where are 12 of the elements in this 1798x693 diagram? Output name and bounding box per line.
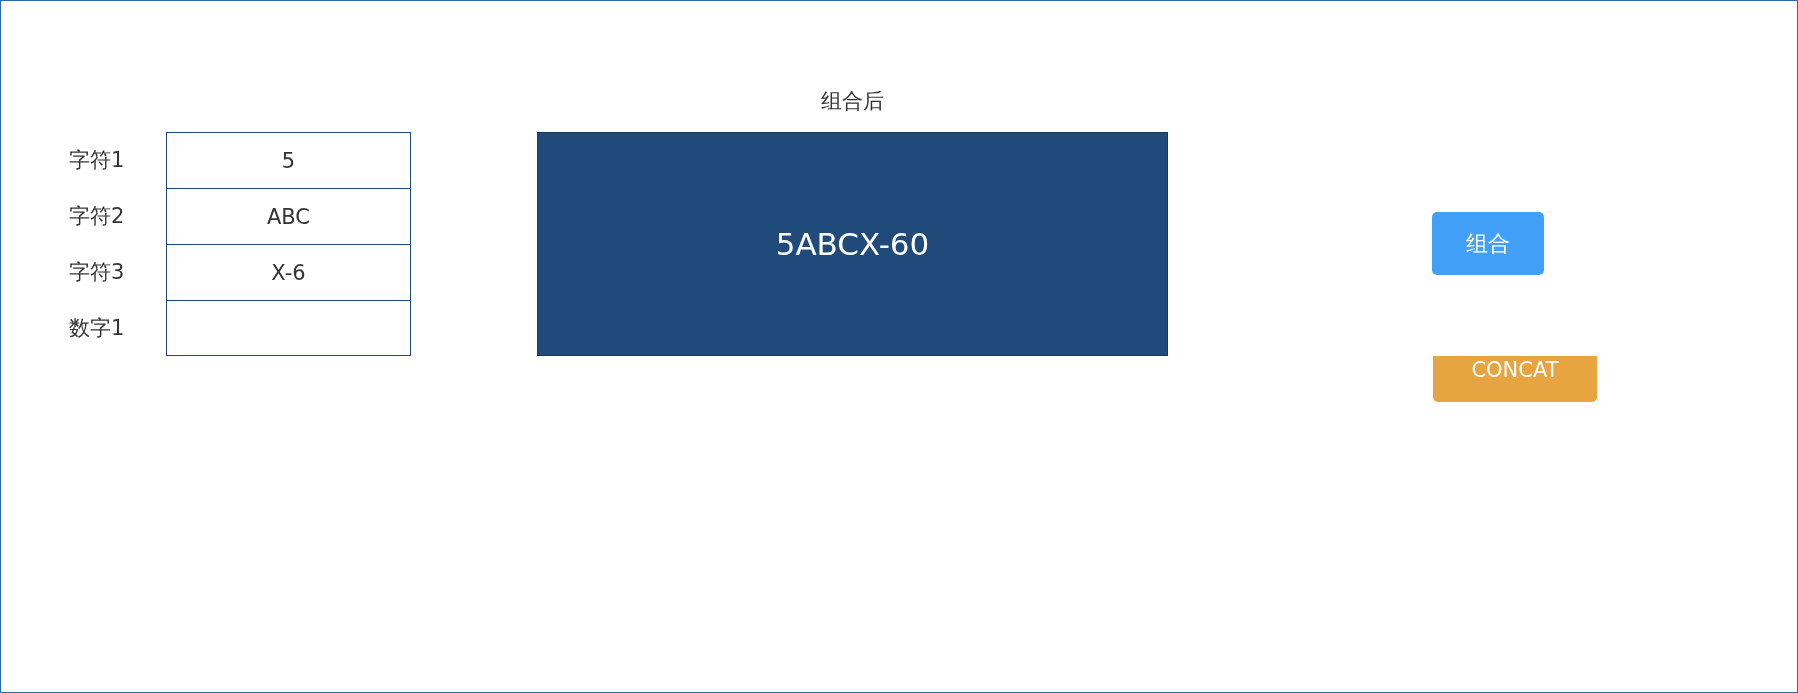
table-cell: 5 [166,132,411,189]
row-label: 字符2 [69,203,125,230]
row-label: 字符1 [69,147,125,174]
combine-button: 组合 [1432,212,1544,275]
table-cell: ABC [166,188,411,245]
box-heading: 组合后 [820,88,885,115]
table-cell: X-6 [166,244,411,301]
row-label: 字符3 [69,259,125,286]
row-label: 数字1 [69,315,125,342]
result-box: 5ABCX-60 [537,132,1168,356]
concat-button: CONCAT [1433,356,1597,402]
table-cell [166,300,411,356]
